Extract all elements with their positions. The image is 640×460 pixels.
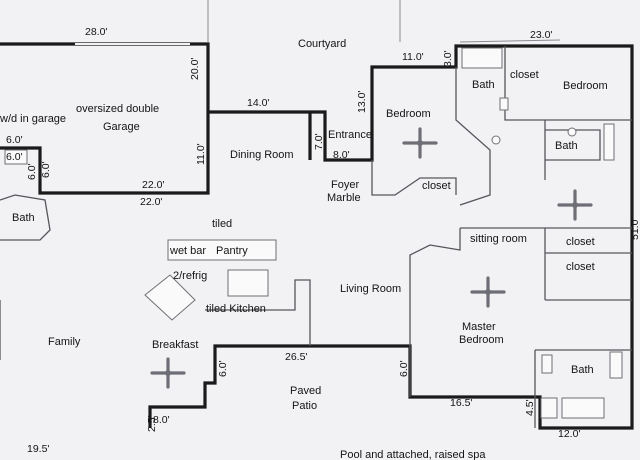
dim-breakfast-bottom: 8.0' bbox=[153, 414, 170, 426]
ceiling-fan-icon-right-bedroom bbox=[557, 189, 593, 221]
left-bath-arc bbox=[0, 194, 51, 241]
label-living: Living Room bbox=[340, 283, 401, 295]
label-closet-mid: closet bbox=[566, 236, 595, 248]
dim-bath-top-width: 11.0' bbox=[402, 51, 424, 63]
refrigerator-counter bbox=[144, 274, 196, 321]
dim-family-bottom: 19.5' bbox=[27, 443, 49, 455]
master-toilet bbox=[609, 351, 623, 379]
dim-bath-step: 4.5' bbox=[524, 399, 536, 416]
dim-wd-box-h: 6.0' bbox=[26, 163, 38, 180]
label-garage-line2: Garage bbox=[103, 121, 140, 133]
right-toilet bbox=[567, 127, 577, 137]
master-sink bbox=[541, 354, 553, 374]
dining-wall bbox=[148, 44, 634, 430]
dim-foyer-width: 8.0' bbox=[333, 149, 350, 161]
kitchen-island bbox=[227, 269, 269, 297]
label-bath-master: Bath bbox=[571, 364, 594, 376]
label-foyer: Foyer bbox=[331, 179, 359, 191]
ceiling-fan-icon-breakfast bbox=[150, 357, 186, 389]
master-wall bbox=[409, 228, 461, 397]
label-tiled-kitchen: tiled Kitchen bbox=[206, 303, 266, 315]
label-refrig: 2/refrig bbox=[173, 270, 207, 282]
label-garage-line1: oversized double bbox=[76, 103, 159, 115]
label-sitting: sitting room bbox=[470, 233, 527, 245]
dim-garage-bottom-a: 22.0' bbox=[142, 179, 164, 191]
top-toilet bbox=[491, 135, 501, 145]
master-shower bbox=[540, 397, 558, 419]
foyer-interior-wall bbox=[371, 160, 457, 196]
dim-wd-box-w: 6.0' bbox=[6, 151, 23, 163]
dim-wd-side: 6.0' bbox=[40, 161, 52, 178]
wd-box bbox=[4, 149, 28, 165]
master-tub bbox=[561, 397, 605, 419]
dim-bath-bottom: 12.0' bbox=[558, 428, 580, 440]
dim-garage-bottom-b: 22.0' bbox=[140, 196, 162, 208]
label-dining: Dining Room bbox=[230, 149, 294, 161]
dim-garage-top: 28.0' bbox=[85, 26, 107, 38]
label-bath-top: Bath bbox=[472, 79, 495, 91]
dim-garage-right: 20.0' bbox=[189, 58, 201, 80]
dim-entrance-depth: 13.0' bbox=[356, 91, 368, 113]
top-closet-wall bbox=[504, 46, 546, 180]
dim-garage-inner-right: 11.0' bbox=[195, 143, 207, 165]
label-wd-garage: w/d in garage bbox=[0, 113, 66, 125]
label-bedroom-right: Bedroom bbox=[563, 80, 608, 92]
dim-right-side: 51.0' bbox=[629, 218, 640, 240]
dim-master-side: 6.0' bbox=[398, 360, 410, 377]
ceiling-fan-icon-bedroom bbox=[402, 127, 438, 159]
label-closet-top: closet bbox=[510, 69, 539, 81]
label-closet-mid2: closet bbox=[566, 261, 595, 273]
dim-dining-width: 14.0' bbox=[247, 97, 269, 109]
label-bath-small-right: Bath bbox=[555, 140, 578, 152]
label-pool: Pool and attached, raised spa bbox=[340, 449, 486, 460]
bedroom-bath-wall bbox=[455, 67, 491, 206]
kitchen-counter bbox=[205, 279, 311, 346]
label-bedroom-left: Bedroom bbox=[386, 108, 431, 120]
label-bath-left: Bath bbox=[12, 212, 35, 224]
dim-bath-top-depth: 3.0' bbox=[442, 50, 454, 67]
label-paved-line2: Patio bbox=[292, 400, 317, 412]
dim-bedroom-top: 23.0' bbox=[530, 29, 552, 41]
dim-entrance-side: 7.0' bbox=[313, 133, 325, 150]
wet-bar-counter bbox=[167, 239, 277, 261]
label-entrance: Entrance bbox=[328, 129, 372, 141]
dim-breakfast-side: 6.0' bbox=[217, 360, 229, 377]
label-master-line2: Bedroom bbox=[459, 334, 504, 346]
label-master-line1: Master bbox=[462, 321, 496, 333]
dim-wd-width: 6.0' bbox=[6, 134, 23, 146]
right-tub bbox=[603, 123, 615, 161]
label-closet-foyer: closet bbox=[422, 180, 451, 192]
label-wet-bar: wet bar bbox=[169, 245, 206, 257]
dim-master-bottom: 16.5' bbox=[450, 397, 472, 409]
ceiling-fan-icon-master bbox=[470, 276, 506, 308]
label-pantry: Pantry bbox=[216, 245, 248, 257]
label-tiled-top: tiled bbox=[212, 218, 232, 230]
dim-patio-width: 26.5' bbox=[285, 351, 307, 363]
courtyard-fence-line bbox=[459, 39, 561, 43]
dim-breakfast-step: 2.5' bbox=[146, 415, 158, 432]
label-paved-line1: Paved bbox=[290, 385, 321, 397]
label-marble: Marble bbox=[327, 192, 361, 204]
top-sink bbox=[499, 97, 509, 111]
label-family: Family bbox=[48, 336, 81, 348]
top-bath-tub bbox=[461, 47, 503, 69]
label-courtyard: Courtyard bbox=[298, 38, 346, 50]
label-breakfast: Breakfast bbox=[152, 339, 198, 351]
